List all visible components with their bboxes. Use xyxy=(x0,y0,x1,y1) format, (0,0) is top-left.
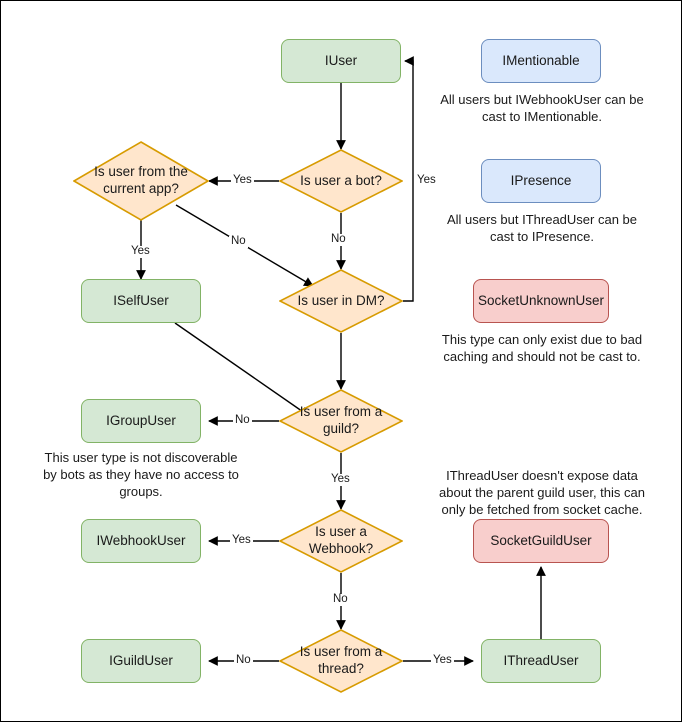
node-ithreaduser-label: IThreadUser xyxy=(503,652,579,668)
node-ithreaduser[interactable]: IThreadUser xyxy=(481,639,601,683)
node-iguilduser[interactable]: IGuildUser xyxy=(81,639,201,683)
edge-label-webhook-no: No xyxy=(331,593,350,606)
diamond-shape-is-current-app xyxy=(73,141,209,221)
diamond-shape-is-guild xyxy=(279,389,403,453)
diamond-shape-is-webhook xyxy=(279,509,403,573)
node-iguilduser-label: IGuildUser xyxy=(109,652,173,668)
node-igroupuser[interactable]: IGroupUser xyxy=(81,399,201,443)
node-iuser[interactable]: IUser xyxy=(281,39,401,83)
note-socketunknownuser: This type can only exist due to bad cach… xyxy=(441,332,643,365)
diamond-shape-is-thread xyxy=(279,629,403,693)
note-imentionable: All users but IWebhookUser can be cast t… xyxy=(440,92,644,125)
decision-is-webhook[interactable]: Is user a Webhook? xyxy=(279,509,403,573)
decision-is-dm[interactable]: Is user in DM? xyxy=(279,269,403,333)
edge-label-app-no: No xyxy=(229,235,248,248)
edge-label-thread-no: No xyxy=(234,654,253,667)
note-igroupuser: This user type is not discoverable by bo… xyxy=(43,450,239,500)
edge-label-app-yes: Yes xyxy=(129,245,152,258)
edge-label-webhook-yes: Yes xyxy=(230,534,253,547)
edge-label-bot-no: No xyxy=(329,233,348,246)
node-socketunknownuser[interactable]: SocketUnknownUser xyxy=(473,279,609,323)
node-ipresence-label: IPresence xyxy=(510,172,572,188)
node-iuser-label: IUser xyxy=(324,52,358,68)
note-ipresence: All users but IThreadUser can be cast to… xyxy=(446,212,638,245)
node-socketguilduser-label: SocketGuildUser xyxy=(490,532,592,548)
decision-is-thread-label: Is user from a thread? xyxy=(299,644,383,676)
node-iwebhookuser[interactable]: IWebhookUser xyxy=(81,519,201,563)
decision-is-current-app-label: Is user from the current app? xyxy=(94,164,188,196)
decision-is-guild[interactable]: Is user from a guild? xyxy=(279,389,403,453)
edge-label-dm-yes: Yes xyxy=(415,174,438,187)
decision-is-thread[interactable]: Is user from a thread? xyxy=(279,629,403,693)
decision-is-dm-label: Is user in DM? xyxy=(297,292,385,308)
diamond-shape-is-bot xyxy=(279,149,403,213)
edge-label-guild-no: No xyxy=(233,414,252,427)
edge-label-bot-yes: Yes xyxy=(231,174,254,187)
diamond-shape-is-dm xyxy=(279,269,403,333)
node-socketguilduser[interactable]: SocketGuildUser xyxy=(473,519,609,563)
node-iselfuser-label: ISelfUser xyxy=(113,292,169,308)
node-igroupuser-label: IGroupUser xyxy=(106,412,176,428)
node-imentionable[interactable]: IMentionable xyxy=(481,39,601,83)
decision-is-guild-label: Is user from a guild? xyxy=(299,404,383,436)
node-iwebhookuser-label: IWebhookUser xyxy=(96,532,186,548)
edge-label-thread-yes: Yes xyxy=(431,654,454,667)
decision-is-webhook-label: Is user a Webhook? xyxy=(308,524,374,556)
decision-is-bot[interactable]: Is user a bot? xyxy=(279,149,403,213)
edge-label-guild-yes: Yes xyxy=(329,473,352,486)
edge-isdm-yes-to-iuser xyxy=(403,56,414,302)
node-ipresence[interactable]: IPresence xyxy=(481,159,601,203)
node-iselfuser[interactable]: ISelfUser xyxy=(81,279,201,323)
decision-is-current-app[interactable]: Is user from the current app? xyxy=(73,141,209,221)
node-socketunknownuser-label: SocketUnknownUser xyxy=(477,292,605,308)
node-imentionable-label: IMentionable xyxy=(502,52,580,68)
decision-is-bot-label: Is user a bot? xyxy=(300,172,382,188)
note-socketguilduser: IThreadUser doesn't expose data about th… xyxy=(439,468,645,518)
